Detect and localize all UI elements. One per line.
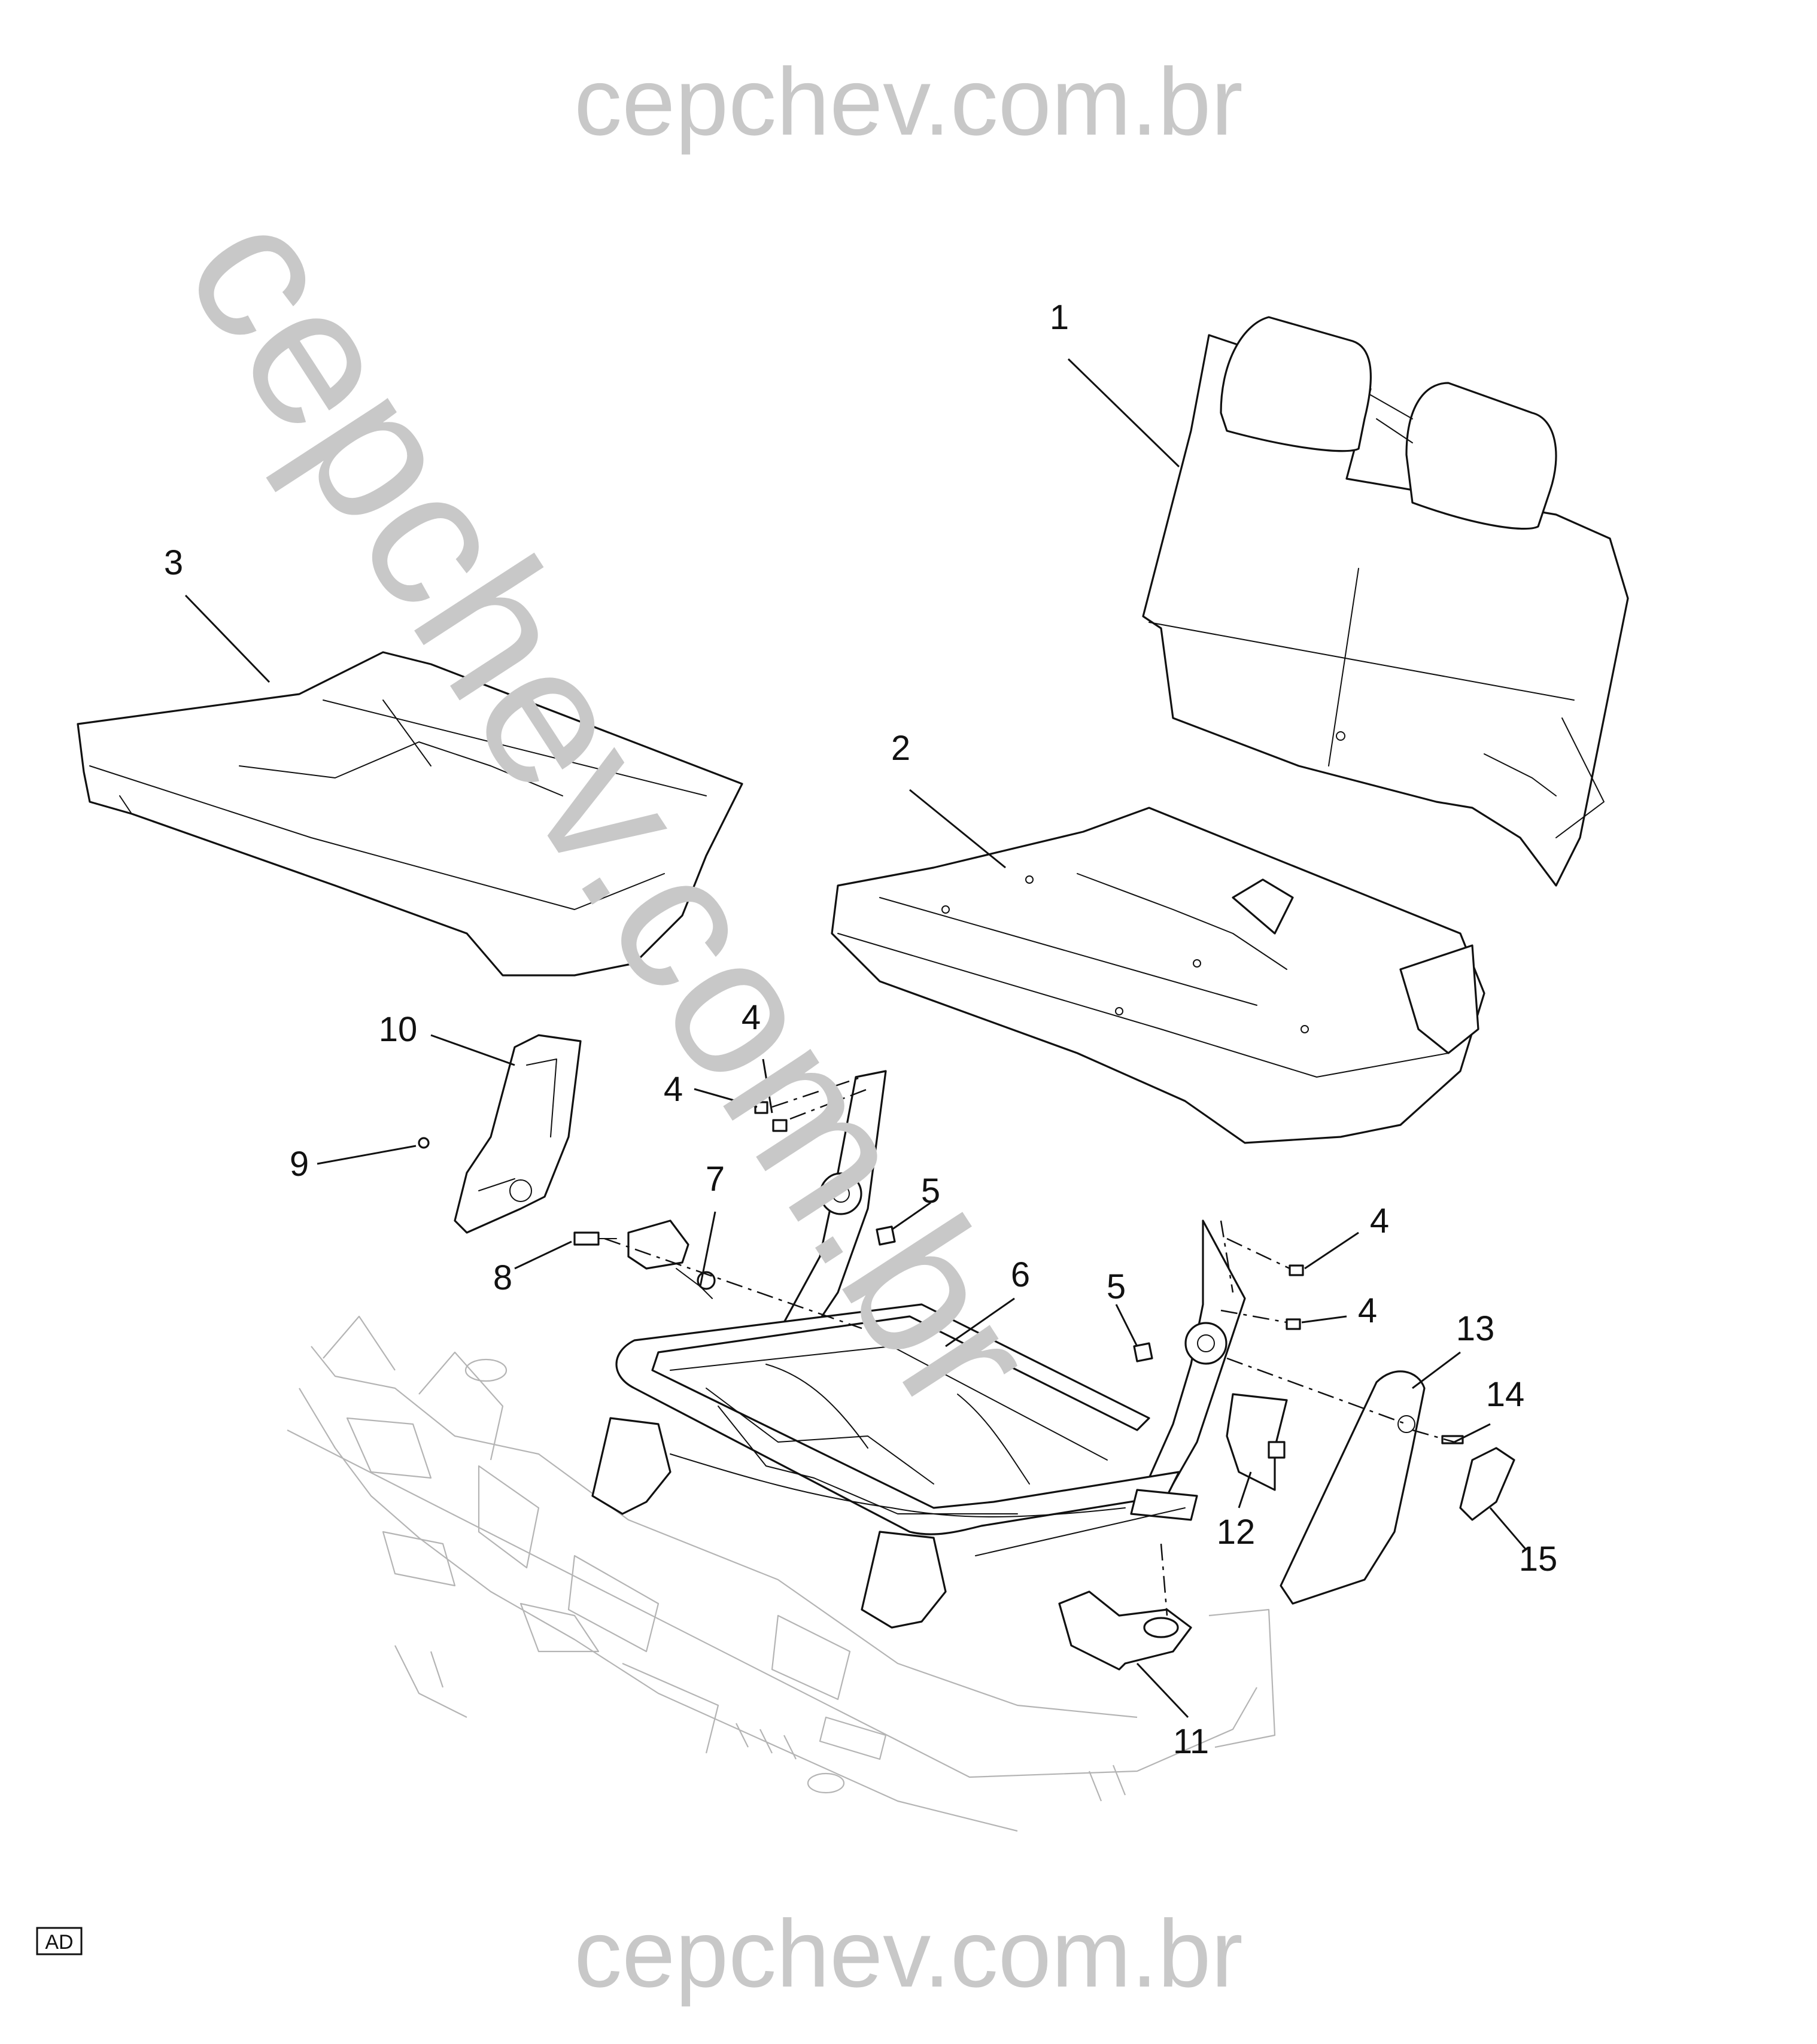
callout-4b: 4 [664,1070,683,1109]
leader-lines [184,358,1527,1718]
callout-14: 14 [1486,1375,1525,1414]
watermark-top: cepchev.com.br [574,48,1243,155]
callout-15: 15 [1519,1540,1558,1578]
callout-5a: 5 [921,1172,940,1210]
seat-back [1142,316,1629,887]
callout-10: 10 [379,1010,418,1049]
callout-labels: 1 2 3 4 4 4 4 5 5 6 7 8 9 10 11 12 13 14… [164,298,1557,1761]
callout-2: 2 [891,729,910,768]
callout-4c: 4 [1370,1202,1389,1240]
callout-4d: 4 [1358,1291,1377,1330]
callout-3: 3 [164,543,183,582]
callout-11: 11 [1173,1722,1209,1761]
fasteners [754,1101,1304,1362]
callout-4a: 4 [742,998,761,1037]
callout-12: 12 [1217,1513,1256,1552]
diagram-code-badge: AD [36,1927,83,1955]
side-cover-13 [1280,1370,1426,1605]
diagram-code-text: AD [45,1931,73,1954]
watermark-bottom: cepchev.com.br [574,1900,1243,2007]
side-trim [418,1034,582,1234]
buckle [573,1219,716,1299]
pin-14 [1441,1435,1464,1444]
seat-pan [831,807,1485,1144]
bracket-12 [1226,1393,1288,1491]
callout-5b: 5 [1107,1267,1126,1306]
callout-8: 8 [493,1258,512,1297]
callout-13: 13 [1456,1309,1495,1348]
callout-1: 1 [1050,298,1069,337]
callout-6: 6 [1011,1255,1030,1294]
seat-frame [591,1070,1246,1629]
assembly-lines [604,1076,1455,1616]
callout-7: 7 [706,1160,725,1199]
callout-9: 9 [290,1145,309,1184]
floor-pan [287,1315,1276,1832]
handle-15 [1459,1447,1515,1521]
seat-cushion [77,651,743,977]
bracket-11 [1058,1590,1192,1671]
